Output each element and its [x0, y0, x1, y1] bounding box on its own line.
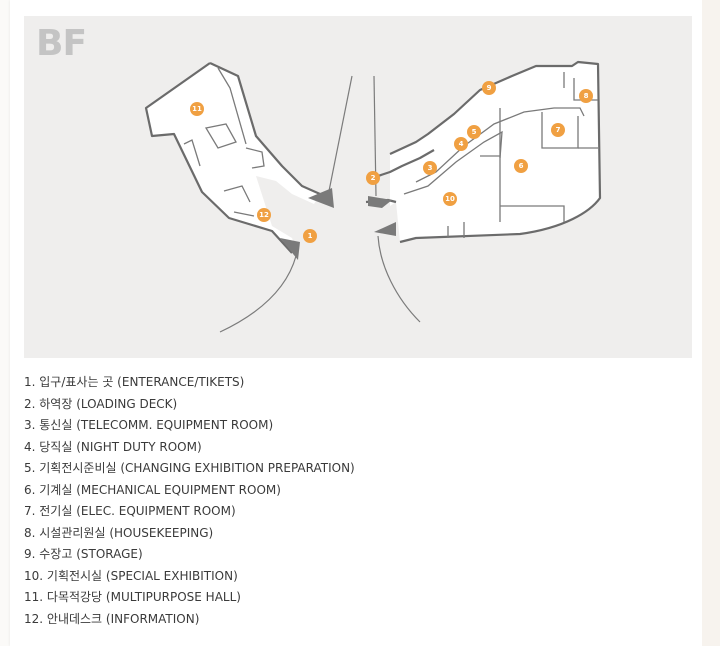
svg-text:7: 7 [556, 126, 561, 134]
marker-12: 12 [257, 208, 271, 222]
svg-text:1: 1 [308, 232, 313, 240]
marker-1: 1 [303, 229, 317, 243]
svg-text:12: 12 [259, 211, 269, 219]
legend-item: 7. 전기실 (ELEC. EQUIPMENT ROOM) [24, 504, 236, 518]
legend-item: 11. 다목적강당 (MULTIPURPOSE HALL) [24, 590, 241, 604]
svg-text:9: 9 [487, 84, 492, 92]
legend-item: 6. 기계실 (MECHANICAL EQUIPMENT ROOM) [24, 482, 281, 497]
side-decoration [702, 0, 720, 646]
legend-item: 12. 안내데스크 (INFORMATION) [24, 611, 200, 626]
legend-item: 9. 수장고 (STORAGE) [24, 547, 143, 561]
svg-text:11: 11 [192, 105, 202, 113]
entrance-path [219, 255, 297, 333]
svg-text:10: 10 [445, 195, 455, 203]
legend-item: 5. 기획전시준비실 (CHANGING EXHIBITION PREPARAT… [24, 461, 355, 475]
svg-text:3: 3 [428, 164, 433, 172]
room-legend: 1. 입구/표사는 곳 (ENTERANCE/TIKETS) 2. 하역장 (L… [24, 372, 355, 630]
marker-3: 3 [423, 161, 437, 175]
marker-8: 8 [579, 89, 593, 103]
floor-plan: 1 2 3 4 5 6 7 8 9 10 11 [24, 16, 692, 358]
marker-2: 2 [366, 171, 380, 185]
marker-10: 10 [443, 192, 457, 206]
marker-6: 6 [514, 159, 528, 173]
marker-7: 7 [551, 123, 565, 137]
legend-item: 4. 당직실 (NIGHT DUTY ROOM) [24, 439, 202, 454]
svg-text:6: 6 [519, 162, 524, 170]
marker-9: 9 [482, 81, 496, 95]
floor-plan-drawing: 1 2 3 4 5 6 7 8 9 10 11 [144, 60, 602, 333]
legend-item: 8. 시설관리원실 (HOUSEKEEPING) [24, 525, 214, 540]
entrance-line [327, 75, 353, 197]
marker-4: 4 [454, 137, 468, 151]
svg-text:5: 5 [472, 128, 477, 136]
legend-item: 3. 통신실 (TELECOMM. EQUIPMENT ROOM) [24, 418, 274, 432]
legend-item: 10. 기획전시실 (SPECIAL EXHIBITION) [24, 568, 238, 583]
right-wing [365, 60, 602, 244]
floor-label: BF [36, 23, 87, 64]
svg-text:2: 2 [371, 174, 376, 182]
marker-5: 5 [467, 125, 481, 139]
legend-item: 2. 하역장 (LOADING DECK) [24, 396, 178, 411]
svg-text:8: 8 [584, 92, 589, 100]
legend-item: 1. 입구/표사는 곳 (ENTERANCE/TIKETS) [24, 375, 245, 389]
marker-11: 11 [190, 102, 204, 116]
left-wing [144, 62, 334, 260]
svg-text:4: 4 [459, 140, 464, 148]
right-path [377, 235, 421, 323]
